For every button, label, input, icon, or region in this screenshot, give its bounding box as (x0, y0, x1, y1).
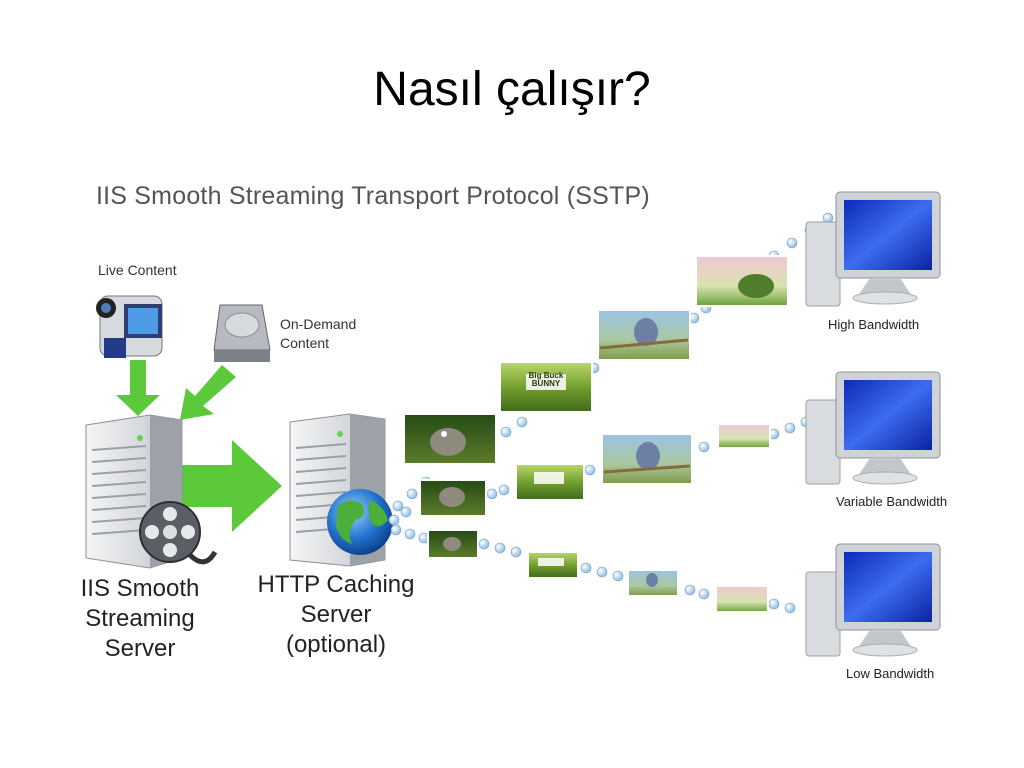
video-frame (715, 585, 769, 613)
iis-server-label-line3: Server (104, 635, 176, 662)
low-bandwidth-label: Low Bandwidth (846, 666, 935, 681)
on-demand-arrow-icon (180, 365, 236, 420)
iis-server-label-line2: Streaming (85, 605, 195, 632)
low-bandwidth-path (390, 524, 796, 614)
frame-title-text: Big Buck BUNNY (528, 372, 564, 388)
video-frame (695, 255, 789, 307)
video-frame (527, 551, 579, 579)
video-frame (515, 463, 585, 501)
http-cache-label-line3: (optional) (285, 631, 387, 658)
iis-server-label-line1: IIS Smooth (80, 575, 200, 602)
http-cache-server-label: HTTP Caching Server (optional) (256, 570, 416, 660)
video-frame (419, 479, 487, 517)
diagram-title: IIS Smooth Streaming Transport Protocol … (96, 182, 650, 210)
camcorder-icon (96, 295, 163, 358)
video-frame (427, 529, 479, 559)
slide-title: Nasıl çalışır? (373, 63, 651, 116)
live-content-label: Live Content (98, 262, 177, 278)
iis-server-label: IIS Smooth Streaming Server (60, 574, 220, 664)
video-frame (403, 413, 497, 465)
frame-title-line2: BUNNY (531, 379, 561, 388)
video-frame (499, 361, 593, 413)
video-frame (601, 433, 693, 485)
hard-drive-icon (213, 304, 271, 362)
live-arrow-icon (116, 360, 160, 416)
video-frame (597, 309, 691, 361)
http-cache-label-line2: Server (300, 601, 372, 628)
on-demand-label-line1: On-Demand (280, 316, 357, 332)
variable-bandwidth-computer-icon (805, 371, 941, 485)
video-frame (627, 569, 679, 597)
on-demand-label-line2: Content (280, 335, 330, 351)
frame-title-line1: Big Buck (528, 371, 564, 380)
film-reel-icon (139, 501, 218, 565)
high-bandwidth-computer-icon (805, 191, 941, 307)
variable-bandwidth-label: Variable Bandwidth (836, 494, 948, 509)
video-frame (717, 423, 771, 449)
transfer-arrow-icon (180, 440, 282, 532)
globe-icon (327, 489, 393, 555)
http-cache-label-line1: HTTP Caching (257, 571, 415, 598)
high-bandwidth-label: High Bandwidth (828, 317, 920, 332)
low-bandwidth-computer-icon (805, 543, 941, 657)
